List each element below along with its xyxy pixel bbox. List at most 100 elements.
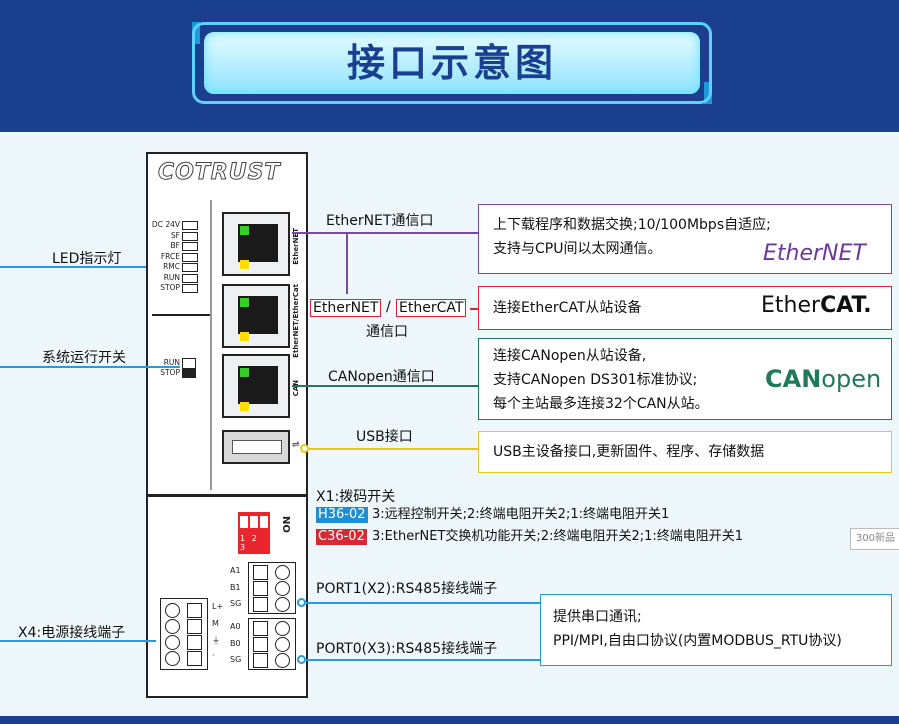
usb-port <box>222 430 290 464</box>
callout-text: 连接EtherCAT从站设备 <box>493 300 642 316</box>
led-label: DC 24V <box>151 220 180 229</box>
usb-title: USB接口 <box>356 429 413 445</box>
port1-title: PORT1(X2):RS485接线端子 <box>316 581 498 597</box>
ethernet-port-title: EtherNET通信口 <box>326 213 434 229</box>
callout-text: 提供串口通讯; <box>553 609 642 625</box>
run-switch-label: 系统运行开关 <box>42 350 126 366</box>
leader-dot <box>300 444 309 453</box>
terminal-label: SG <box>230 655 242 664</box>
leader-line <box>309 448 479 450</box>
terminal-label: · <box>212 651 215 660</box>
ethernet-logo: EtherNET <box>763 241 866 266</box>
ethercat-tag: EtherCAT <box>396 299 467 317</box>
usb-callout-box: USB主设备接口,更新固件、程序、存储数据 <box>478 431 892 473</box>
device-divider <box>152 314 212 316</box>
callout-text: USB主设备接口,更新固件、程序、存储数据 <box>493 444 765 460</box>
canopen-logo: CANopen <box>765 365 881 393</box>
canopen-callout-box: 连接CANopen从站设备, 支持CANopen DS301标准协议; 每个主站… <box>478 338 892 420</box>
leader-dot <box>297 598 306 607</box>
cotrust-logo: COTRUST <box>158 160 281 186</box>
rs485-terminal-x2 <box>248 562 296 614</box>
ethercat-logo: EtherCAT. <box>761 293 872 318</box>
callout-text: 上下载程序和数据交换;10/100Mbps自适应; <box>493 217 771 233</box>
led-label: FRCE <box>160 251 180 261</box>
title-box <box>204 32 700 94</box>
canopen-logo-can: CAN <box>765 365 822 393</box>
leader-line <box>346 232 348 294</box>
run-stop-switch[interactable] <box>182 358 196 378</box>
power-terminal-x4 <box>160 598 208 670</box>
h36-tag: H36-02 <box>316 507 368 523</box>
ethercat-logo-ether: Ether <box>761 293 821 318</box>
led-indicator <box>182 263 198 272</box>
rs485-terminal-x3 <box>248 618 296 670</box>
led-indicator <box>182 252 198 262</box>
power-terminal-label: X4:电源接线端子 <box>18 625 126 641</box>
leader-dot <box>297 655 306 664</box>
ethernet-tag: EtherNET <box>310 299 382 317</box>
canopen-port-title: CANopen通信口 <box>328 369 435 385</box>
switch-label-run: RUN <box>163 358 180 367</box>
callout-text: 支持CANopen DS301标准协议; <box>493 372 698 388</box>
ethernet-callout-box: 上下载程序和数据交换;10/100Mbps自适应; 支持与CPU间以太网通信。 … <box>478 204 892 274</box>
bottom-bar <box>0 716 899 724</box>
switch-label-stop: STOP <box>160 368 180 377</box>
terminal-label: B0 <box>230 639 241 648</box>
slash-separator: / <box>386 299 391 315</box>
leader-line <box>292 232 478 234</box>
led-label: SF <box>170 230 180 240</box>
can-port <box>222 354 290 418</box>
ethernet-port-1 <box>222 212 290 276</box>
c36-description: 3:EtherNET交换机功能开关;2:终端电阻开关2;1:终端电阻开关1 <box>372 529 744 544</box>
led-indicator <box>182 284 198 293</box>
led-label: RUN <box>163 272 180 282</box>
new-product-badge: 300新品 <box>850 528 899 550</box>
callout-text: 支持与CPU间以太网通信。 <box>493 241 662 257</box>
terminal-label: SG <box>230 599 242 608</box>
terminal-label: M <box>212 619 219 628</box>
ground-icon: ⏚ <box>212 636 220 645</box>
title-frame <box>192 22 712 104</box>
ethercat-port-subtitle: 通信口 <box>366 324 408 340</box>
callout-text: 连接CANopen从站设备, <box>493 348 647 364</box>
page-title: 接口示意图 <box>346 41 557 85</box>
device-divider <box>210 200 212 490</box>
dip-numbers: 1 2 3 <box>240 534 259 552</box>
led-indicator <box>182 242 198 251</box>
led-indicator <box>182 273 198 283</box>
led-label: BF <box>170 241 180 250</box>
leader-line <box>0 640 156 642</box>
terminal-label: L+ <box>212 602 224 611</box>
dip-switch-title: X1:拨码开关 <box>316 489 396 505</box>
led-label: STOP <box>160 283 180 292</box>
led-indicator <box>182 231 198 241</box>
dip-switch[interactable]: 1 2 3 <box>238 512 270 554</box>
callout-text: 每个主站最多连接32个CAN从站。 <box>493 396 709 412</box>
leader-line <box>470 308 480 310</box>
ethernet-port-2 <box>222 284 290 348</box>
ethercat-logo-cat: CAT. <box>820 293 872 318</box>
leader-line <box>306 602 542 604</box>
port-label: EtherNET/EtherCat <box>292 284 300 358</box>
port-label: EtherNET <box>292 228 300 265</box>
led-indicator-label: LED指示灯 <box>52 251 122 267</box>
leader-line <box>292 385 478 387</box>
usb-icon: ⇌ <box>292 440 300 450</box>
leader-line <box>0 366 180 368</box>
leader-line <box>0 266 146 268</box>
h36-description: 3:远程控制开关;2:终端电阻开关2;1:终端电阻开关1 <box>372 507 670 522</box>
port-label: CAN <box>292 380 300 397</box>
canopen-logo-open: open <box>821 365 882 393</box>
ethercat-callout-box: 连接EtherCAT从站设备 EtherCAT. <box>478 286 892 330</box>
port0-title: PORT0(X3):RS485接线端子 <box>316 641 498 657</box>
leader-line <box>306 659 542 661</box>
callout-text: PPI/MPI,自由口协议(内置MODBUS_RTU协议) <box>553 633 842 649</box>
terminal-label: A1 <box>230 566 241 575</box>
serial-callout-box: 提供串口通讯; PPI/MPI,自由口协议(内置MODBUS_RTU协议) <box>540 594 892 666</box>
terminal-label: B1 <box>230 583 241 592</box>
led-indicator <box>182 221 198 230</box>
dip-on-label: ON <box>282 516 293 533</box>
led-label: RMC <box>163 262 180 271</box>
terminal-label: A0 <box>230 622 241 631</box>
c36-tag: C36-02 <box>316 529 367 545</box>
